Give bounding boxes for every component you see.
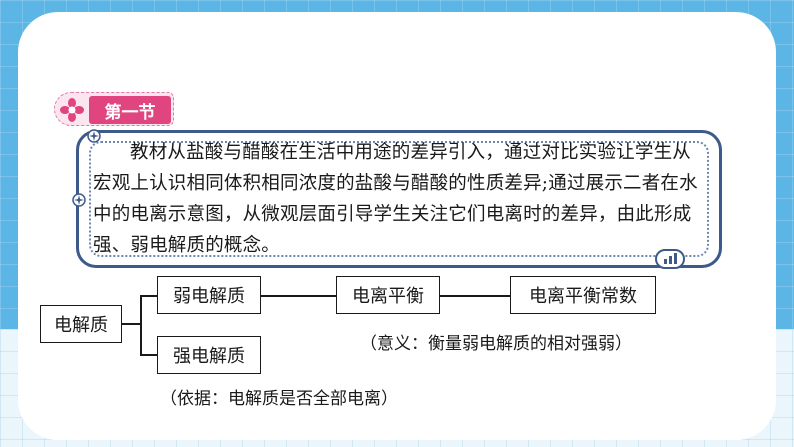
intro-text-box: 教材从盐酸与醋酸在生活中用途的差异引入，通过对比实验让学生从宏观上认识相同体积相… [72,129,722,269]
node-ionization-constant: 电离平衡常数 [510,276,656,314]
node-strong-electrolyte: 强电解质 [157,336,261,374]
flower-icon [60,98,84,122]
connector-line [140,354,157,356]
connector-line [140,295,142,355]
node-weak-electrolyte: 弱电解质 [157,276,261,314]
section-title: 第一节 [89,96,171,124]
connector-line [261,295,336,297]
bar-chart-icon [655,249,685,269]
connector-line [122,323,140,325]
meaning-note: （意义：衡量弱电解质的相对强弱） [360,334,632,354]
basis-note: （依据：电解质是否全部电离） [160,389,398,409]
connector-line [440,295,510,297]
section-tag: 第一节 [54,92,174,126]
node-ionization-equilibrium: 电离平衡 [336,276,440,314]
connector-line [140,295,157,297]
sparkle-icon [87,129,101,143]
intro-dotted-frame [89,141,709,257]
sparkle-icon [72,193,86,207]
intro-paragraph: 教材从盐酸与醋酸在生活中用途的差异引入，通过对比实验让学生从宏观上认识相同体积相… [93,142,698,256]
slide-card-lower [18,330,776,440]
node-electrolyte: 电解质 [40,305,122,343]
